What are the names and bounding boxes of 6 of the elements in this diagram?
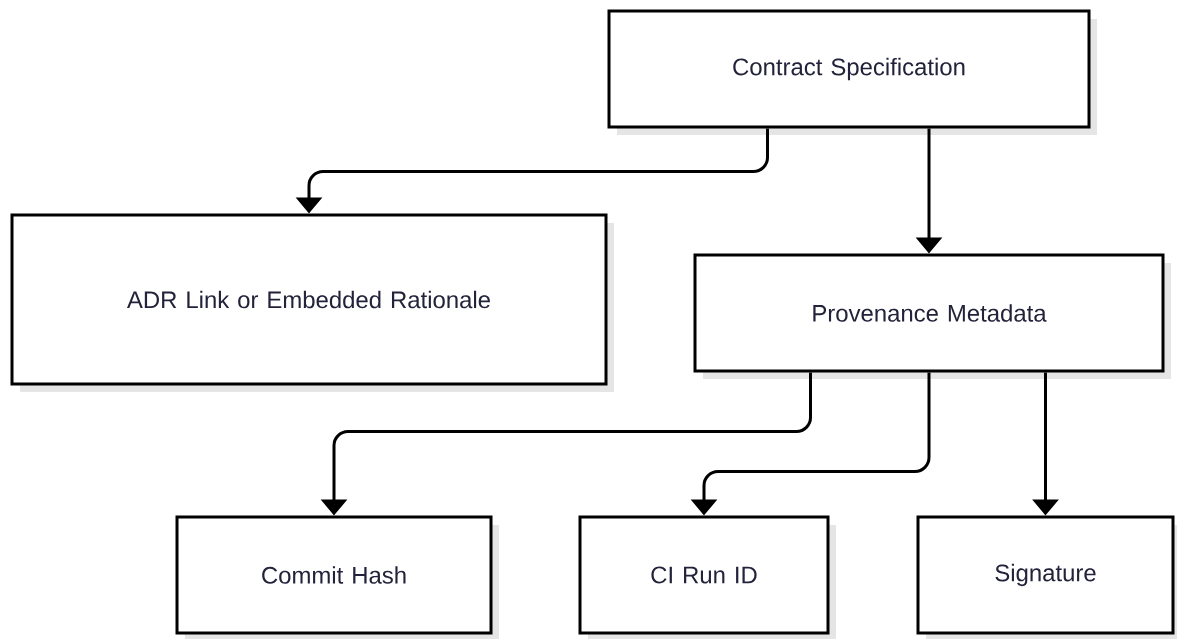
process-box: ADR Link or Embedded Rationale bbox=[10, 213, 614, 392]
process-box: Contract Specification bbox=[607, 9, 1097, 135]
process-box: CI Run ID bbox=[578, 515, 836, 639]
process-box: Signature bbox=[916, 515, 1177, 639]
process-box: Commit Hash bbox=[175, 515, 499, 639]
process-box: Provenance Metadata bbox=[693, 253, 1171, 379]
